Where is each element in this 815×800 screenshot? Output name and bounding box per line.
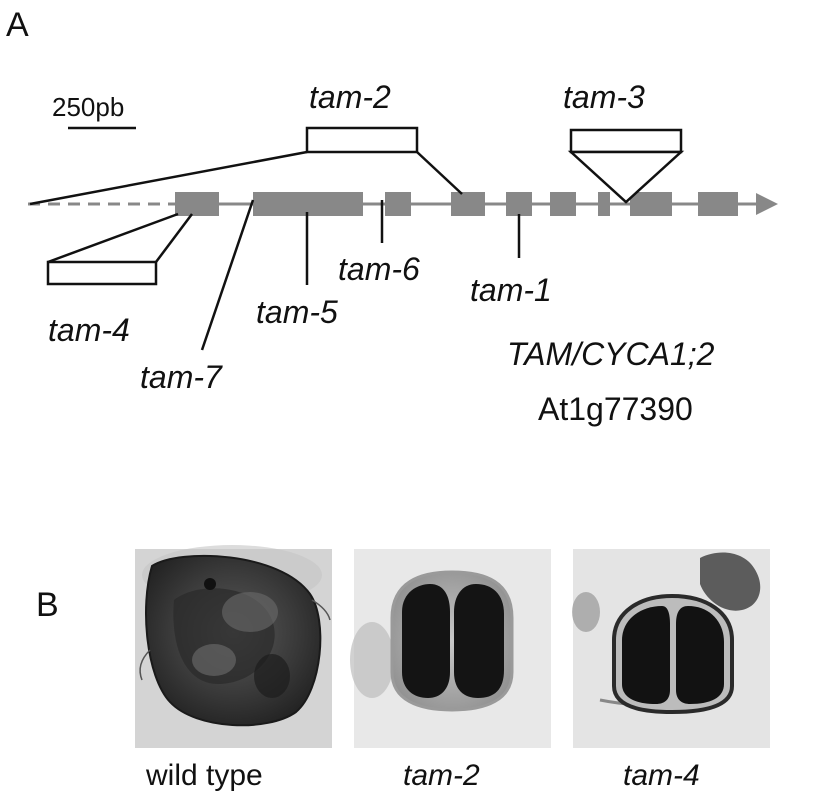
exon [451, 192, 485, 216]
tam-1-marker: tam-1 [470, 214, 552, 308]
tam-2-micrograph [350, 549, 551, 748]
exon [698, 192, 738, 216]
exon [385, 192, 411, 216]
tam-5-label: tam-5 [256, 294, 338, 330]
exon [175, 192, 219, 216]
tam-6-marker: tam-6 [338, 200, 420, 287]
tam-4-deletion: tam-4 [46, 212, 193, 348]
exon [506, 192, 532, 216]
exon [598, 192, 610, 216]
exon [550, 192, 576, 216]
exon [630, 192, 672, 216]
tam-7-label: tam-7 [140, 359, 223, 395]
tam-6-label: tam-6 [338, 251, 420, 287]
tam-3-label: tam-3 [563, 79, 645, 115]
caption-tam-4: tam-4 [623, 759, 700, 792]
tam-1-label: tam-1 [470, 272, 552, 308]
scale-bar: 250pb [52, 92, 136, 130]
tam-4-micrograph [572, 549, 770, 748]
panel-a-label: A [6, 6, 29, 44]
tam-4-label: tam-4 [48, 312, 130, 348]
tam-2-label: tam-2 [309, 79, 391, 115]
tam-3-insertion: tam-3 [563, 79, 685, 204]
locus-id: At1g77390 [538, 391, 693, 427]
tam-7-marker: tam-7 [140, 199, 255, 395]
tam-2-deletion: tam-2 [29, 79, 463, 206]
scale-bar-label: 250pb [52, 92, 124, 122]
gene-direction-arrow [756, 193, 778, 215]
gene-model [28, 192, 778, 216]
tam-5-marker: tam-5 [256, 212, 338, 330]
wild-type-micrograph [135, 545, 332, 748]
panel-b-label: B [36, 586, 59, 624]
caption-wild-type: wild type [145, 759, 263, 792]
caption-tam-2: tam-2 [403, 759, 480, 792]
gene-name: TAM/CYCA1;2 [507, 336, 715, 372]
